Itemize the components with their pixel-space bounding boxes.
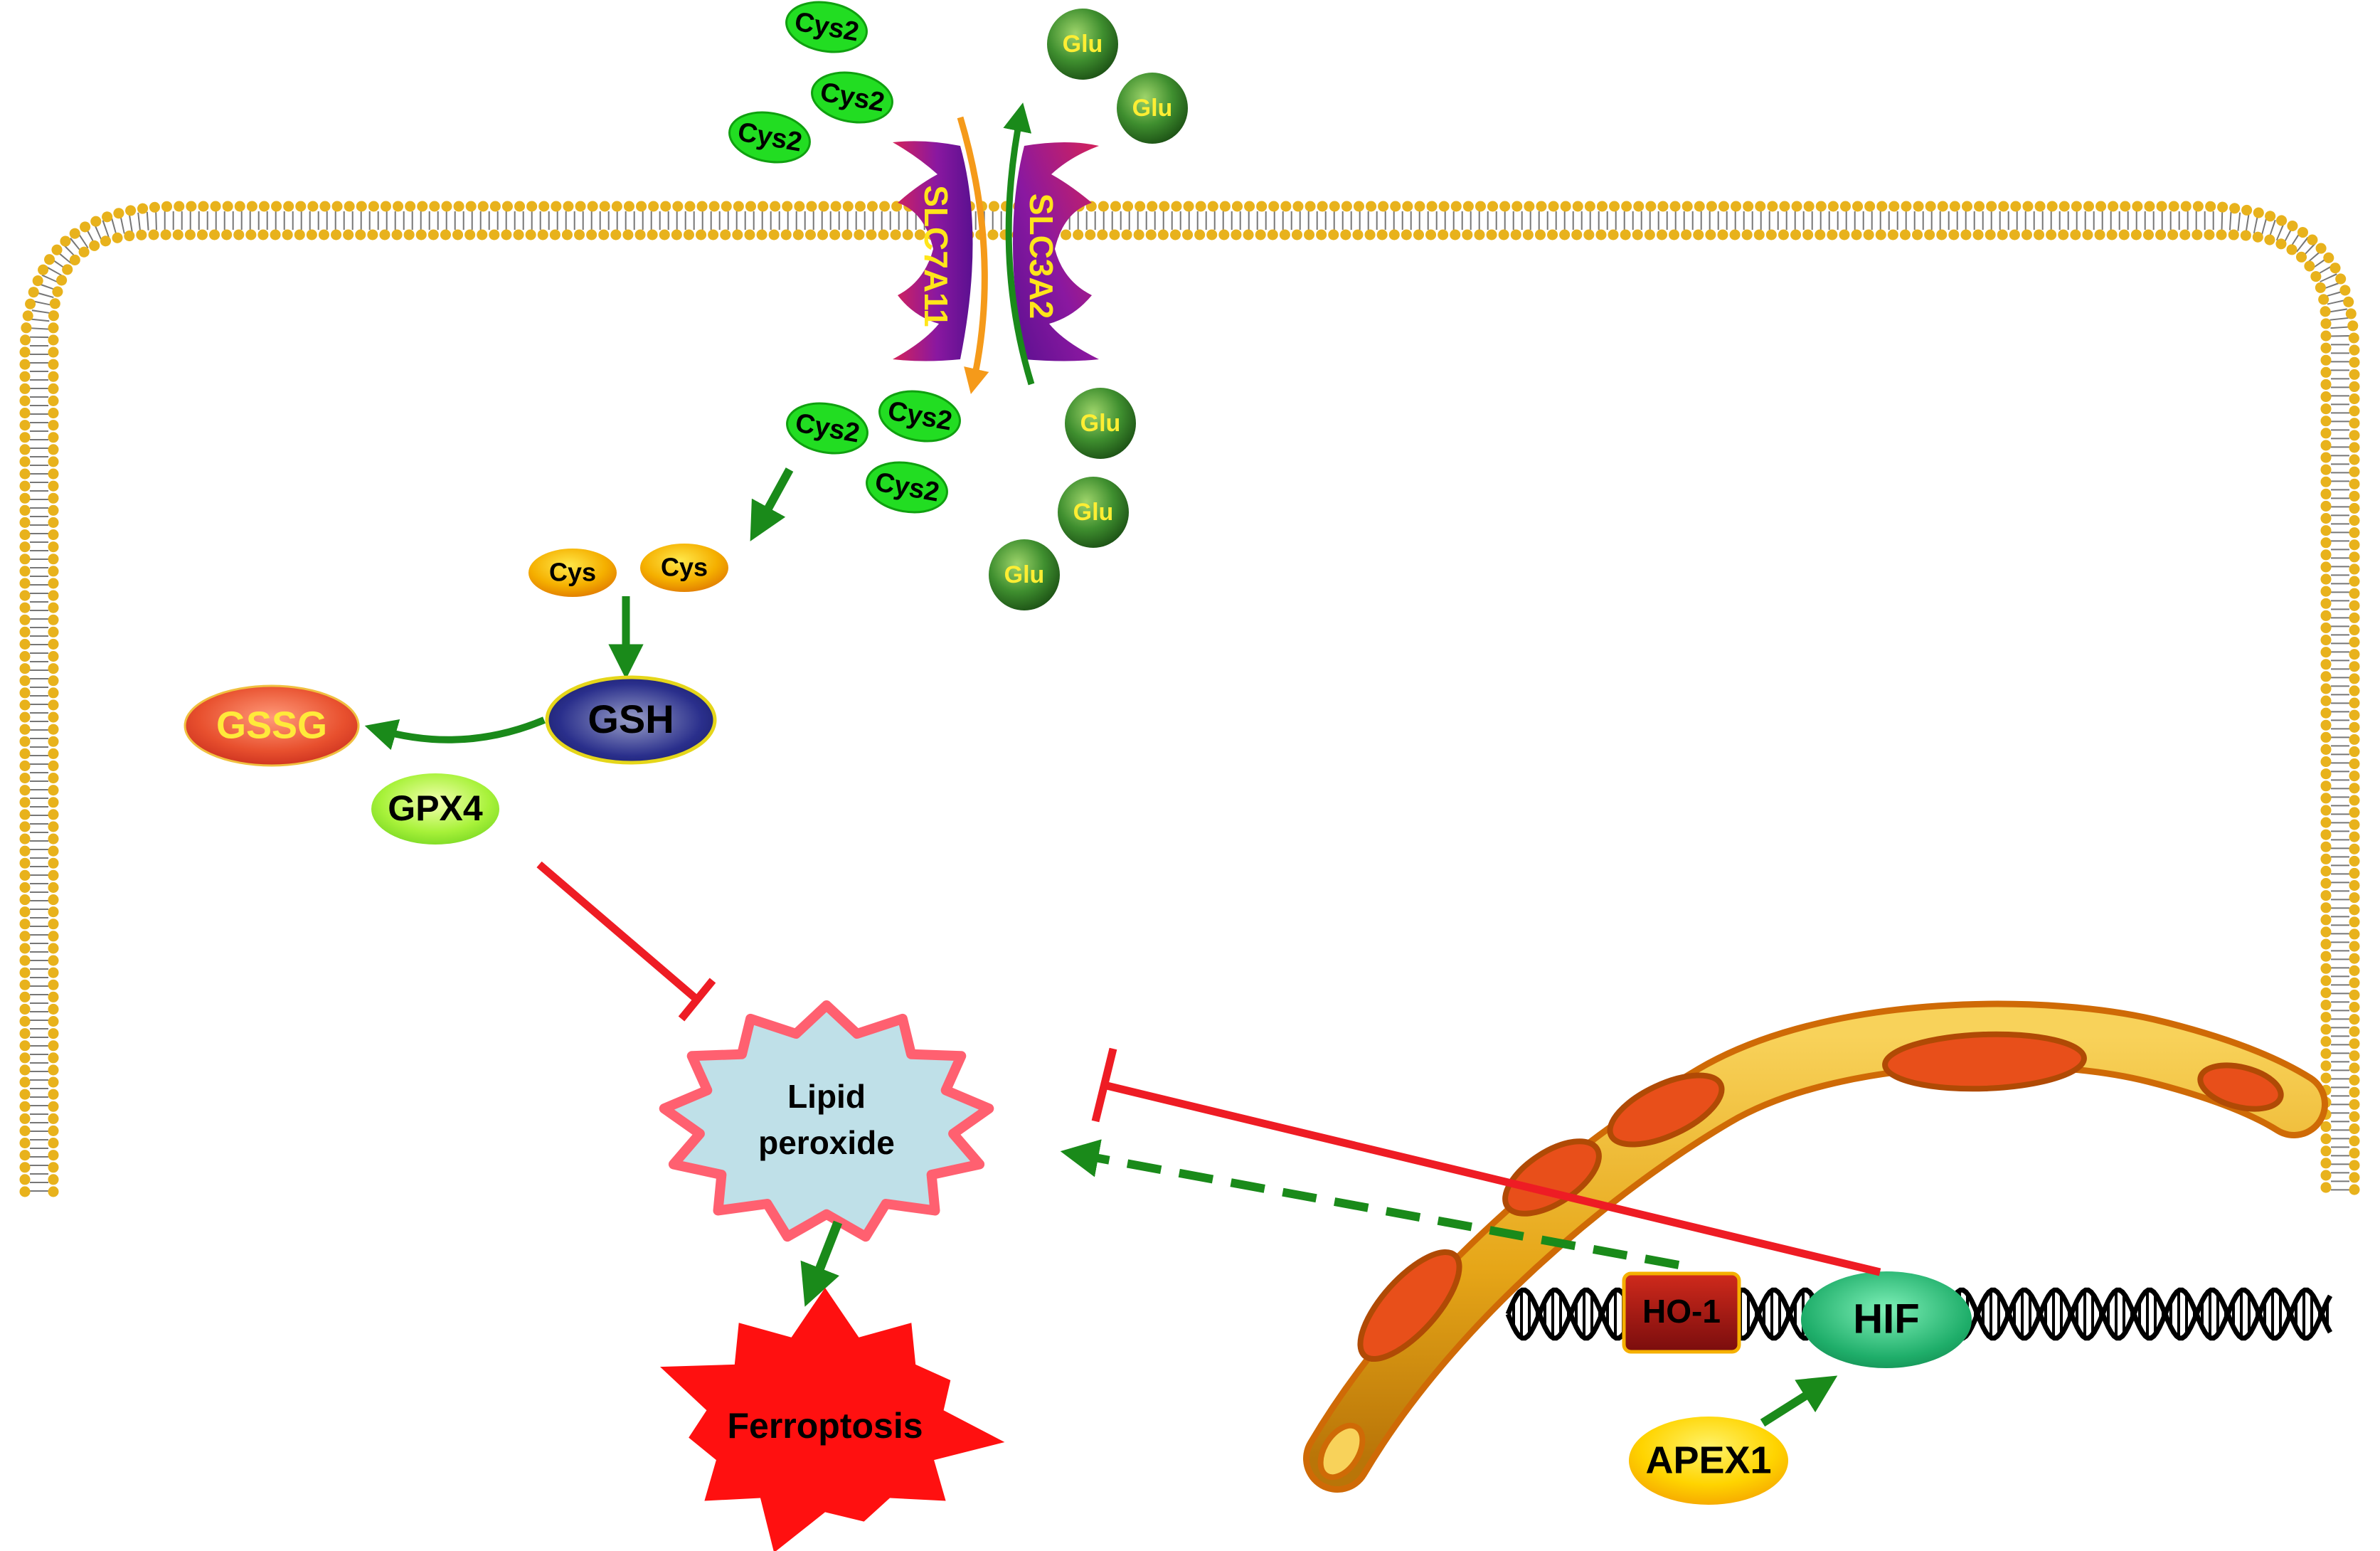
glu-intracellular-2: Glu	[1058, 477, 1129, 548]
glutamate-export-arrow	[1003, 102, 1035, 386]
ho1-node: HO-1	[1622, 1271, 1741, 1354]
glu-label: Glu	[1063, 31, 1103, 58]
lipid-to-ferroptosis-arrow	[800, 1220, 843, 1307]
hif-label: HIF	[1853, 1296, 1919, 1342]
cystine-import-arrow	[957, 116, 989, 395]
slc7a11-label: SLC7A11	[918, 185, 955, 327]
hif-inhibition-line	[1091, 1047, 1881, 1276]
cys-molecule-1: Cys	[528, 549, 617, 597]
gssg-label: GSSG	[216, 704, 327, 746]
glu-intracellular-1: Glu	[1065, 388, 1136, 459]
slc3a2-protein	[1013, 142, 1099, 361]
lipid-peroxide-star	[659, 1000, 994, 1242]
cys2-to-cys-arrow	[750, 467, 794, 541]
gpx4-node: GPX4	[371, 773, 499, 845]
glu-label: Glu	[1132, 95, 1173, 122]
glu-label: Glu	[1073, 499, 1114, 526]
apex1-label: APEX1	[1645, 1439, 1771, 1481]
cys2-extracellular-3: Cys2	[728, 111, 811, 164]
er-tube	[1303, 1000, 2328, 1493]
glu-label: Glu	[1004, 561, 1045, 588]
lipid-peroxide-label-line2: peroxide	[758, 1124, 895, 1161]
gsh-to-gssg-arrow	[364, 716, 546, 751]
cell-membrane	[19, 201, 2360, 1197]
apex1-to-hif-arrow	[1760, 1375, 1838, 1427]
slc3a2-label: SLC3A2	[1023, 194, 1060, 319]
transporter-complex: SLC7A11 SLC3A2	[893, 102, 1099, 395]
gpx4-inhibition-line	[536, 861, 716, 1022]
gssg-node: GSSG	[184, 684, 360, 767]
cys2-intracellular-3: Cys2	[866, 461, 948, 514]
cys2-extracellular-1: Cys2	[785, 1, 868, 53]
glu-label: Glu	[1080, 410, 1121, 437]
cys2-intracellular-2: Cys2	[878, 390, 961, 443]
hif-node: HIF	[1801, 1271, 1972, 1368]
cys2-extracellular-2: Cys2	[811, 71, 893, 124]
membrane-inner-heads	[48, 229, 2332, 1197]
lipid-peroxide-node: Lipid peroxide	[659, 1000, 994, 1242]
ferroptosis-star	[660, 1288, 1005, 1551]
membrane-lipid-tails	[30, 211, 2349, 1192]
lipid-peroxide-label-line1: Lipid	[787, 1078, 866, 1115]
cys2-intracellular-1: Cys2	[786, 402, 868, 455]
gpx4-label: GPX4	[388, 788, 483, 828]
cys-molecule-2: Cys	[640, 544, 728, 592]
ho1-label: HO-1	[1642, 1293, 1721, 1330]
gsh-label: GSH	[588, 697, 674, 741]
ferroptosis-label: Ferroptosis	[727, 1406, 923, 1446]
cys-label: Cys	[661, 553, 708, 582]
glu-extracellular-1: Glu	[1047, 9, 1118, 80]
ferroptosis-node: Ferroptosis	[660, 1288, 1005, 1551]
membrane-outer-heads	[19, 201, 2360, 1197]
glu-extracellular-2: Glu	[1117, 73, 1188, 144]
glu-intracellular-3: Glu	[989, 539, 1060, 610]
gsh-node: GSH	[545, 675, 717, 765]
cys-label: Cys	[549, 558, 596, 587]
apex1-node: APEX1	[1629, 1417, 1788, 1505]
slc7a11-protein	[893, 141, 973, 361]
